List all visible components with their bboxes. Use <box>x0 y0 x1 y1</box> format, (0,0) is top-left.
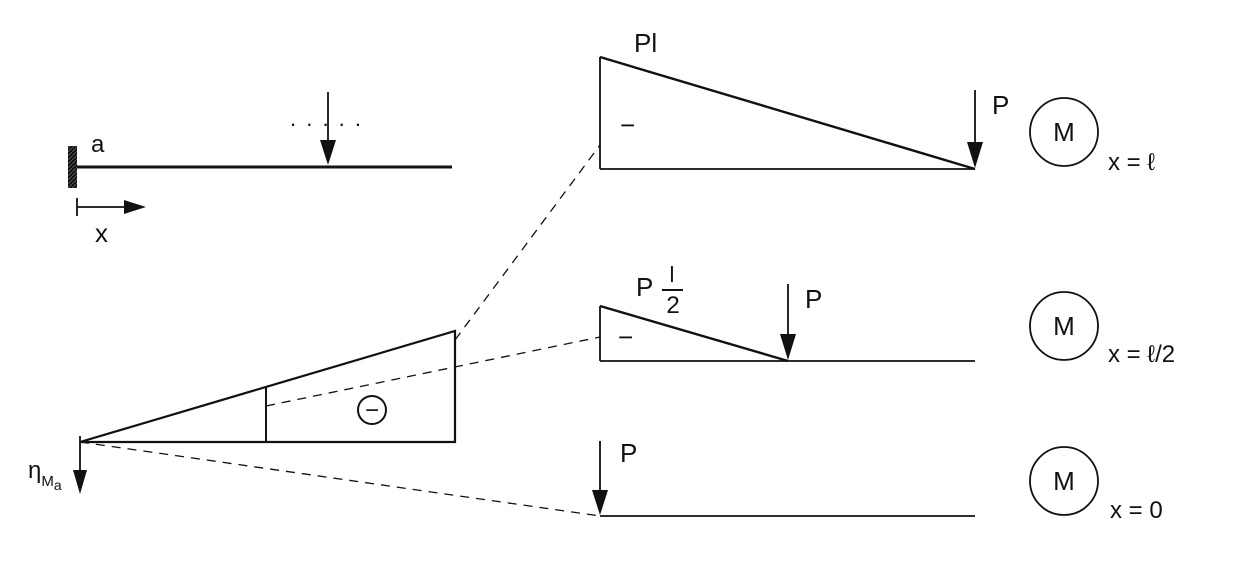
moment-slope-end <box>599 55 976 171</box>
x-axis-label: x <box>95 218 108 248</box>
moment-diagram-mid: P l 2 − P M x = ℓ/2 <box>599 262 1175 368</box>
load-arrow-zero-head <box>592 490 608 515</box>
moment-circle-mid <box>1029 291 1099 361</box>
projection-line-mid <box>265 336 601 407</box>
influence-triangle <box>79 329 457 444</box>
moment-sign-end: − <box>620 110 635 140</box>
projection-lines <box>79 144 601 517</box>
moment-label-mid-num: l <box>670 262 675 287</box>
eta-arrow-head <box>73 470 87 494</box>
support-label: a <box>91 131 105 158</box>
cantilever-beam: a . . . . . x <box>68 92 452 248</box>
moment-diagram-zero: P M x = 0 <box>592 438 1163 524</box>
influence-sign: − <box>365 397 379 424</box>
moment-circle-end <box>1029 97 1099 167</box>
moment-label-mid-p: P <box>636 272 653 302</box>
moment-diagram-end: Pl − P M x = ℓ <box>599 28 1155 176</box>
moment-label-mid-den: 2 <box>666 292 679 319</box>
load-label-mid: P <box>805 284 822 314</box>
moment-circle-label-mid: M <box>1053 311 1075 341</box>
load-label-end: P <box>992 90 1009 120</box>
position-label-mid: x = ℓ/2 <box>1108 341 1175 368</box>
moment-label-end: Pl <box>634 28 657 58</box>
moment-sign-mid: − <box>618 322 633 352</box>
moment-slope-mid <box>599 304 789 363</box>
eta-label: ηMa <box>28 457 62 493</box>
load-arrow-end-head <box>967 142 983 168</box>
fixed-support <box>68 146 77 188</box>
position-label-end: x = ℓ <box>1108 149 1155 176</box>
moment-circle-zero <box>1029 446 1099 516</box>
influence-line: − ηMa <box>28 329 457 494</box>
load-arrow-mid-head <box>780 334 796 360</box>
projection-line-zero <box>79 441 601 517</box>
projection-line-end <box>454 144 601 341</box>
moment-circle-label-zero: M <box>1053 466 1075 496</box>
moment-circle-label-end: M <box>1053 117 1075 147</box>
moving-load-arrow-head <box>320 140 336 165</box>
x-axis-arrow-head <box>124 200 146 214</box>
sign-circle <box>357 395 387 425</box>
position-label-zero: x = 0 <box>1110 497 1163 524</box>
load-label-zero: P <box>620 438 637 468</box>
load-position-dots: . . . . . <box>290 106 363 131</box>
